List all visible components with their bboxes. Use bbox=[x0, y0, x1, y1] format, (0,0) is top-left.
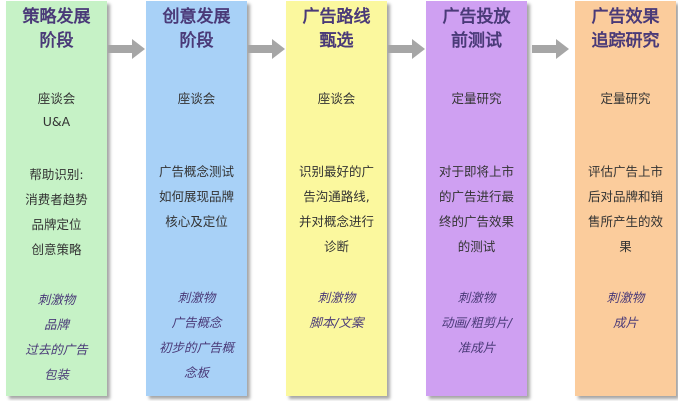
stimulus-line: 脚本/文案 bbox=[309, 315, 364, 330]
objective-line: 并对概念进行 bbox=[298, 214, 374, 229]
objective-line: 识别最好的广 bbox=[298, 164, 374, 179]
stage-title: 创意发展 阶段 bbox=[146, 5, 247, 53]
objective-line: 品牌定位 bbox=[31, 217, 82, 232]
stage-research-method: 座谈会 U&A bbox=[6, 87, 107, 133]
objective-line: 售所产生的效 bbox=[587, 214, 663, 229]
stage-title-line: 阶段 bbox=[39, 31, 74, 51]
stage-objective: 识别最好的广 告沟通路线, 并对概念进行 诊断 bbox=[286, 159, 387, 259]
stimulus-line: 初步的广告概 bbox=[158, 340, 234, 355]
stage-objective: 对于即将上市 的广告进行最 终的广告效果 的测试 bbox=[426, 159, 527, 259]
objective-line: 广告概念测试 bbox=[158, 164, 234, 179]
stage-title: 广告投放 前测试 bbox=[426, 5, 527, 53]
arrow-shape bbox=[388, 39, 425, 59]
objective-line: 终的广告效果 bbox=[438, 214, 514, 229]
method-line: 座谈会 bbox=[317, 91, 356, 106]
stage-stimulus: 刺激物 品牌 过去的广告 包装 bbox=[6, 287, 107, 387]
stimulus-line: 动画/粗剪片/ bbox=[441, 315, 512, 330]
stage-ad-route-selection: 广告路线 甄选 座谈会 识别最好的广 告沟通路线, 并对概念进行 诊断 刺激物 … bbox=[286, 1, 387, 396]
objective-line: 对于即将上市 bbox=[438, 164, 514, 179]
objective-line: 的广告进行最 bbox=[438, 189, 514, 204]
stage-creative-development: 创意发展 阶段 座谈会 广告概念测试 如何展现品牌 核心及定位 刺激物 广告概念… bbox=[146, 1, 247, 396]
stage-objective: 帮助识别: 消费者趋势 品牌定位 创意策略 bbox=[6, 162, 107, 262]
objective-line: 果 bbox=[619, 239, 632, 254]
stimulus-line: 刺激物 bbox=[457, 290, 496, 305]
objective-line: 帮助识别: bbox=[29, 167, 84, 182]
stage-objective: 广告概念测试 如何展现品牌 核心及定位 bbox=[146, 159, 247, 234]
objective-line: 核心及定位 bbox=[165, 214, 228, 229]
objective-line: 评估广告上市 bbox=[587, 164, 663, 179]
stimulus-line: 刺激物 bbox=[37, 292, 76, 307]
stage-title-line: 追踪研究 bbox=[591, 31, 660, 51]
objective-line: 告沟通路线, bbox=[303, 189, 370, 204]
stage-stimulus: 刺激物 广告概念 初步的广告概 念板 bbox=[146, 285, 247, 385]
objective-line: 后对品牌和销 bbox=[587, 189, 663, 204]
arrow-shape bbox=[248, 39, 285, 59]
stimulus-line: 刺激物 bbox=[317, 290, 356, 305]
stage-title-line: 广告投放 bbox=[442, 7, 511, 27]
stage-stimulus: 刺激物 成片 bbox=[575, 285, 676, 335]
objective-line: 创意策略 bbox=[31, 242, 82, 257]
stimulus-line: 刺激物 bbox=[606, 290, 645, 305]
stage-research-method: 座谈会 bbox=[146, 87, 247, 110]
objective-line: 的测试 bbox=[457, 239, 496, 254]
stage-title-line: 策略发展 bbox=[22, 7, 91, 27]
stage-title-line: 前测试 bbox=[451, 31, 502, 51]
stage-research-method: 定量研究 bbox=[575, 87, 676, 110]
arrow-right-icon bbox=[108, 39, 145, 59]
stage-title: 广告效果 追踪研究 bbox=[575, 5, 676, 53]
stimulus-line: 刺激物 bbox=[177, 290, 216, 305]
stimulus-line: 包装 bbox=[43, 367, 69, 382]
stage-title-line: 广告路线 bbox=[302, 7, 371, 27]
arrow-right-icon bbox=[532, 39, 569, 59]
stage-stimulus: 刺激物 脚本/文案 bbox=[286, 285, 387, 335]
stage-ad-pretest: 广告投放 前测试 定量研究 对于即将上市 的广告进行最 终的广告效果 的测试 刺… bbox=[426, 1, 527, 396]
objective-line: 消费者趋势 bbox=[25, 192, 88, 207]
stage-objective: 评估广告上市 后对品牌和销 售所产生的效 果 bbox=[575, 159, 676, 259]
stimulus-line: 成片 bbox=[612, 315, 638, 330]
stage-title: 策略发展 阶段 bbox=[6, 5, 107, 53]
method-line: 定量研究 bbox=[451, 91, 502, 106]
objective-line: 诊断 bbox=[323, 239, 349, 254]
stimulus-line: 广告概念 bbox=[171, 315, 222, 330]
stage-title: 广告路线 甄选 bbox=[286, 5, 387, 53]
objective-line: 如何展现品牌 bbox=[158, 189, 234, 204]
stage-title-line: 甄选 bbox=[319, 31, 354, 51]
arrow-right-icon bbox=[388, 39, 425, 59]
stage-research-method: 定量研究 bbox=[426, 87, 527, 110]
stimulus-line: 品牌 bbox=[43, 317, 69, 332]
stage-strategy-development: 策略发展 阶段 座谈会 U&A 帮助识别: 消费者趋势 品牌定位 创意策略 刺激… bbox=[6, 1, 107, 396]
stage-research-method: 座谈会 bbox=[286, 87, 387, 110]
method-line: 座谈会 bbox=[37, 91, 76, 106]
stimulus-line: 念板 bbox=[183, 365, 209, 380]
stage-title-line: 广告效果 bbox=[591, 7, 660, 27]
arrow-shape bbox=[532, 39, 569, 59]
method-line: 座谈会 bbox=[177, 91, 216, 106]
stage-ad-tracking-research: 广告效果 追踪研究 定量研究 评估广告上市 后对品牌和销 售所产生的效 果 刺激… bbox=[575, 1, 676, 396]
method-line: 定量研究 bbox=[600, 91, 651, 106]
stimulus-line: 准成片 bbox=[457, 340, 496, 355]
stage-title-line: 创意发展 bbox=[162, 7, 231, 27]
method-line: U&A bbox=[42, 114, 71, 129]
arrow-right-icon bbox=[248, 39, 285, 59]
stage-stimulus: 刺激物 动画/粗剪片/ 准成片 bbox=[426, 285, 527, 360]
arrow-shape bbox=[108, 39, 145, 59]
stage-title-line: 阶段 bbox=[179, 31, 214, 51]
stimulus-line: 过去的广告 bbox=[25, 342, 88, 357]
